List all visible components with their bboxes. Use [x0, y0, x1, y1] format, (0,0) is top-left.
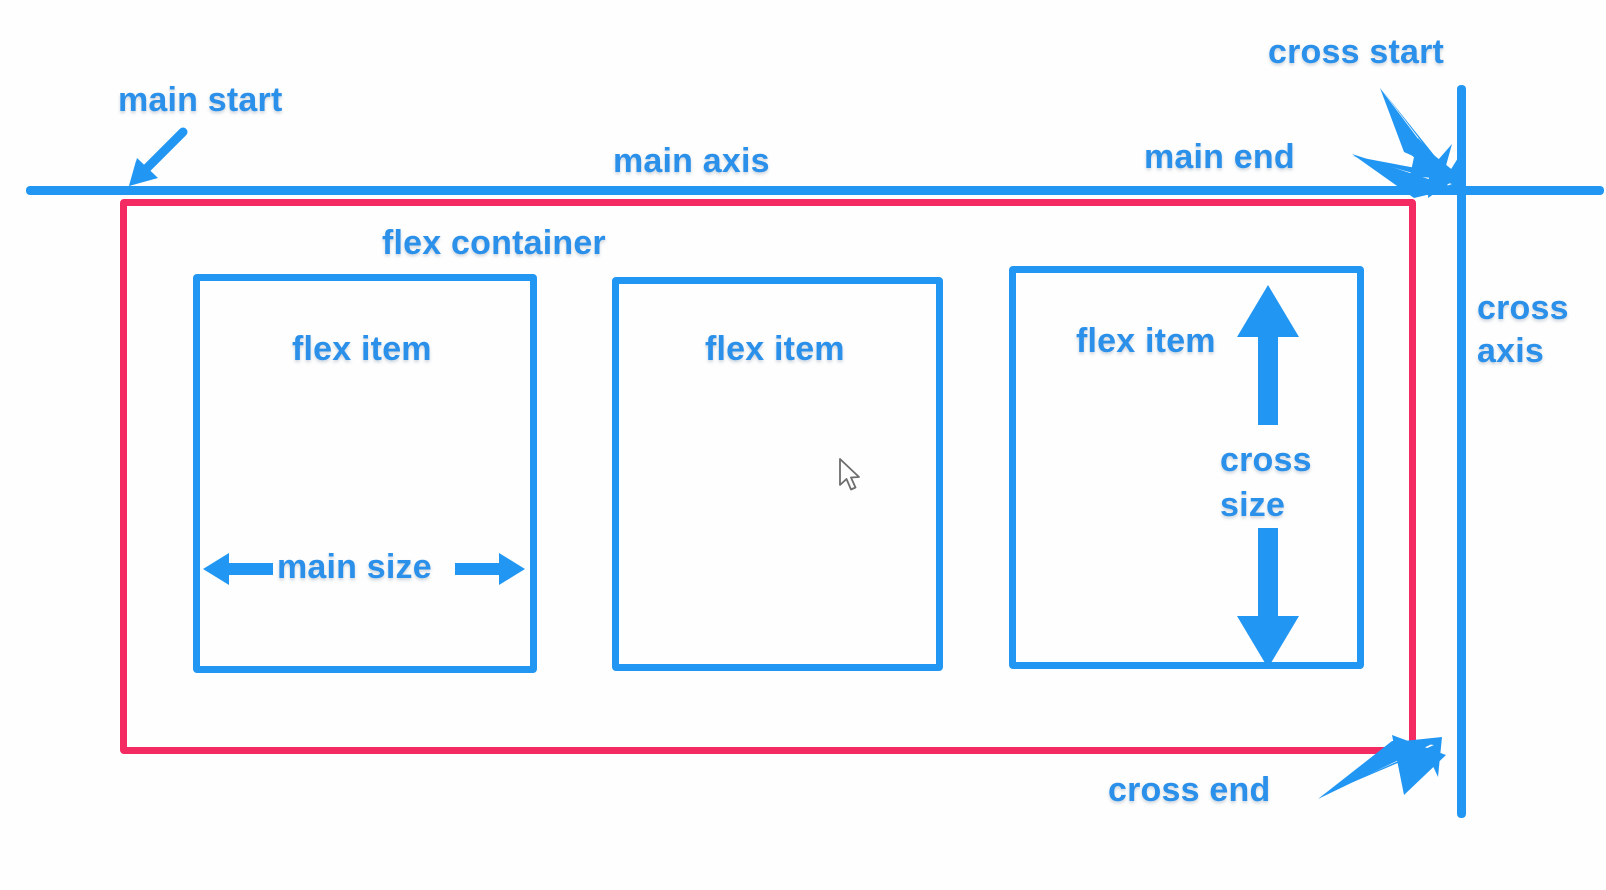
cross-start-arrow-down-right-icon	[1380, 88, 1456, 180]
flex-item-3-label: flex item	[1076, 322, 1216, 360]
cross-axis-line	[1457, 85, 1466, 818]
main-start-label: main start	[118, 81, 283, 119]
mouse-cursor-icon	[839, 458, 860, 491]
flex-item-2-outline	[612, 277, 943, 671]
cross-end-label: cross end	[1108, 771, 1271, 809]
flex-container-outline	[120, 199, 1416, 754]
flex-item-3-outline	[1009, 266, 1364, 669]
cross-size-label-line1: cross	[1220, 441, 1312, 479]
flex-item-2-label: flex item	[705, 330, 845, 368]
cross-size-label-line2: size	[1220, 486, 1286, 524]
main-axis-label: main axis	[613, 142, 770, 180]
cross-size-down-arrow-icon	[1237, 528, 1299, 668]
flex-item-1-outline	[193, 274, 537, 673]
main-size-right-arrow-icon	[455, 553, 525, 585]
main-end-label: main end	[1144, 138, 1295, 176]
flex-item-1-label: flex item	[292, 330, 432, 368]
main-start-arrow-down-left-icon	[129, 127, 188, 186]
cross-size-up-arrow-icon	[1237, 285, 1299, 425]
main-size-left-arrow-icon	[203, 553, 273, 585]
cross-start-label: cross start	[1268, 33, 1445, 71]
flex-container-label: flex container	[382, 224, 606, 262]
cross-end-arrow-up-right-icon	[1318, 735, 1446, 799]
main-axis-line	[26, 186, 1604, 195]
cross-axis-label-line1: cross	[1477, 289, 1569, 327]
main-size-label: main size	[277, 548, 432, 586]
cross-axis-label-line2: axis	[1477, 332, 1544, 370]
